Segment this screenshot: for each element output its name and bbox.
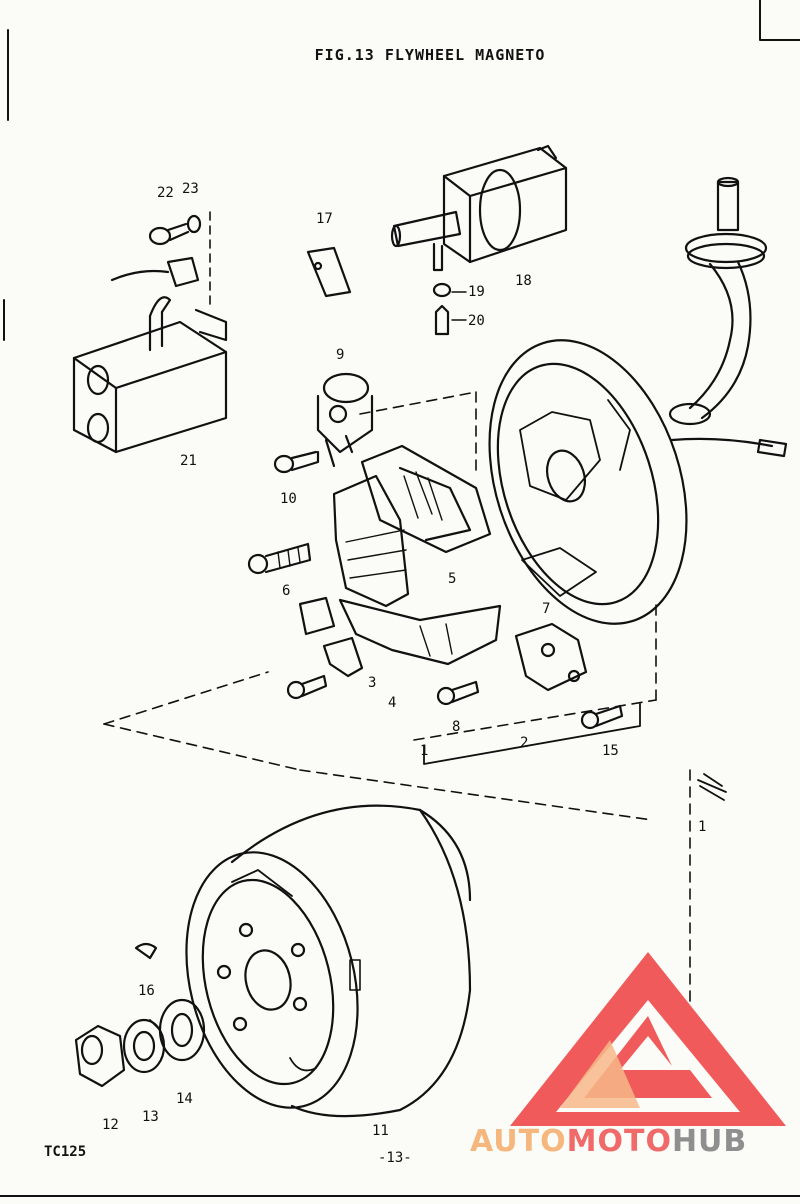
page-number: -13- [378,1150,412,1166]
part-label-23: 23 [182,181,199,197]
part-11-flywheel [185,804,472,1118]
part-label-8: 8 [452,719,461,735]
assembly-lines [103,391,691,1011]
part-18-coil [390,144,568,272]
part-22-23-screw [148,211,211,307]
part-label-3: 3 [368,675,377,691]
part-label-18: 18 [515,273,532,289]
part-3-4-coil-assembly [298,474,502,678]
watermark-logo-mark [510,952,786,1126]
part-21-module [72,256,228,454]
part-19-20-fasteners [432,282,467,336]
part-1-harness [668,176,788,458]
part-label-6: 6 [282,583,291,599]
part-label-10: 10 [280,491,297,507]
part-14-washer [158,998,206,1062]
part-17-plate [306,246,352,298]
part-5-coil [360,444,492,554]
watermark-hub: HUB [671,1124,748,1159]
part-label-15: 15 [602,743,619,759]
part-label-14: 14 [176,1091,193,1107]
part-label-19: 19 [468,284,485,300]
part-7-bracket [514,622,588,692]
part-label-17: 17 [316,211,333,227]
part-label-1: 1 [420,743,429,759]
part-label-7: 7 [542,601,551,617]
part-label-9: 9 [336,347,345,363]
part-9-breaker [316,372,374,468]
part-12-nut [74,1024,126,1088]
watermark: AUTOMOTOHUB [470,940,800,1180]
part-label-22: 22 [157,185,174,201]
watermark-auto: AUTO [470,1124,567,1159]
model-code: TC125 [44,1144,87,1160]
part-label-16: 16 [138,983,155,999]
part-label-20: 20 [468,313,485,329]
part-label-13: 13 [142,1109,159,1125]
part-label-2: 2 [520,735,529,751]
part-6-bolt [247,542,312,575]
part-label-21: 21 [180,453,197,469]
part-16-key [134,942,158,960]
part-label-11: 11 [372,1123,389,1139]
part-label-5: 5 [448,571,457,587]
part-label-1-harness: 1 [698,819,707,835]
part-label-4: 4 [388,695,397,711]
watermark-wordmark: AUTOMOTOHUB [470,1124,800,1159]
figure-title: FIG.13 FLYWHEEL MAGNETO [314,46,546,64]
watermark-moto: MOTO [566,1124,672,1159]
part-screws-lower [286,674,624,730]
part-10-screw [273,450,320,474]
part-2-stator-plate [488,339,688,625]
part-1-spring [697,773,727,801]
part-label-12: 12 [102,1117,119,1133]
part-13-lock-washer [122,1018,166,1074]
